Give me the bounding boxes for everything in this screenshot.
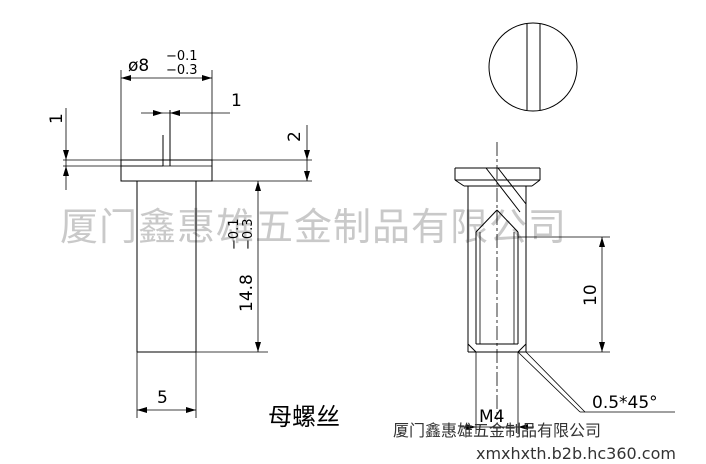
arrow-head <box>121 75 131 81</box>
side-view: ø8 −0.1 −0.3 1 1 2 14.8 −0.1 −0.3 <box>47 49 312 418</box>
footer-url: xmxhxth.b2b.hc360.com <box>476 444 676 463</box>
head-diameter-upper-tol: −0.1 <box>166 49 198 64</box>
arrow-head <box>255 181 261 191</box>
arrow-head <box>63 150 69 160</box>
chamfer-leader-2 <box>517 351 581 413</box>
chamfer-leader <box>525 351 586 413</box>
length-lower-tol: −0.3 <box>241 218 256 250</box>
cone-right <box>496 209 519 233</box>
chamfer-label: 0.5*45° <box>592 393 658 413</box>
thread-depth-label: 10 <box>581 284 601 306</box>
arrow-head <box>518 424 528 430</box>
drawing-title: 母螺丝 <box>268 403 340 431</box>
slot-width-label: 1 <box>231 91 242 111</box>
arrow-head <box>63 166 69 176</box>
arrow-head <box>153 110 163 116</box>
head-diameter-label: ø8 <box>128 56 149 76</box>
shank-diameter-label: 5 <box>157 388 168 408</box>
arrow-head <box>304 150 310 160</box>
footer-company: 厦门鑫惠雄五金制品有限公司 <box>393 421 601 440</box>
head-outline <box>120 159 213 182</box>
arrow-head <box>202 75 212 81</box>
head-diameter-lower-tol: −0.3 <box>166 63 198 78</box>
chamfer-right <box>517 343 527 353</box>
slot-diag-1 <box>485 167 521 213</box>
head-chamfer-r <box>531 179 541 187</box>
arrow-head <box>599 342 605 352</box>
section-view: 10 0.5*45° M4 <box>454 142 675 434</box>
slot-diag-2 <box>497 167 527 205</box>
head-circle <box>488 22 578 112</box>
length-upper-tol: −0.1 <box>227 218 242 250</box>
head-chamfer-l <box>454 179 465 187</box>
chamfer-left <box>467 343 477 353</box>
head-height-label: 2 <box>285 131 305 142</box>
arrow-head <box>137 407 147 413</box>
arrow-head <box>304 171 310 181</box>
arrow-head <box>466 424 476 430</box>
cone-left <box>475 209 498 233</box>
arrow-head <box>599 237 605 247</box>
arrow-head <box>170 110 180 116</box>
watermark-text: 厦门鑫惠雄五金制品有限公司 <box>60 205 567 249</box>
top-view <box>488 22 578 112</box>
length-label: 14.8 <box>237 274 257 312</box>
thread-label: M4 <box>479 407 504 427</box>
slot-depth-label: 1 <box>47 113 67 124</box>
arrow-head <box>255 342 261 352</box>
arrow-head <box>186 407 196 413</box>
